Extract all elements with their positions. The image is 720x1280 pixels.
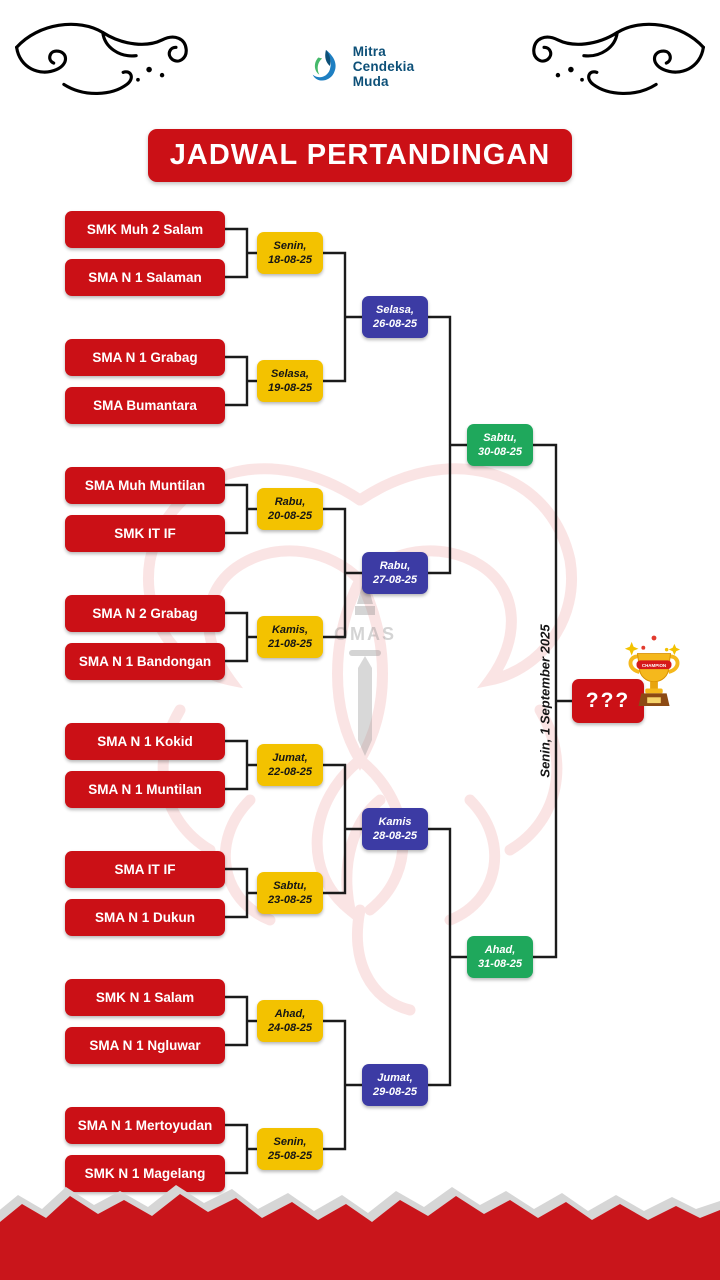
round2-date-box: Kamis 28-08-25 — [362, 808, 428, 850]
match-day: Selasa, — [376, 303, 414, 316]
team-box: SMA N 2 Grabag — [65, 595, 225, 632]
team-box: SMA N 1 Salaman — [65, 259, 225, 296]
round1-date-box: Sabtu, 23-08-25 — [257, 872, 323, 914]
match-day: Kamis — [378, 815, 412, 828]
match-day: Jumat, — [272, 751, 308, 764]
round2-date-box: Rabu, 27-08-25 — [362, 552, 428, 594]
final-schedule-label: Senin, 1 September 2025 — [537, 624, 553, 778]
match-date: 18-08-25 — [267, 254, 313, 266]
round2-date-box: Selasa, 26-08-25 — [362, 296, 428, 338]
match-date: 29-08-25 — [372, 1086, 418, 1098]
logo-text-line1: Mitra — [352, 44, 386, 59]
final-winner-box: ??? — [572, 679, 644, 723]
match-day: Jumat, — [377, 1071, 413, 1084]
match-date: 25-08-25 — [267, 1150, 313, 1162]
round2-date-box: Jumat, 29-08-25 — [362, 1064, 428, 1106]
match-day: Ahad, — [484, 943, 516, 956]
team-box: SMA N 1 Bandongan — [65, 643, 225, 680]
match-date: 19-08-25 — [267, 382, 313, 394]
emblem-watermark-text: OMAS — [334, 624, 396, 644]
team-box: SMA N 1 Grabag — [65, 339, 225, 376]
match-date: 20-08-25 — [267, 510, 313, 522]
corner-flourish-left-icon — [15, 22, 188, 95]
torn-paper-edge — [0, 1185, 720, 1280]
round1-date-box: Kamis, 21-08-25 — [257, 616, 323, 658]
champion-trophy-icon: CHAMPION — [624, 635, 681, 707]
semifinal-date-box: Ahad, 31-08-25 — [467, 936, 533, 978]
round1-date-box: Senin, 25-08-25 — [257, 1128, 323, 1170]
round1-date-box: Selasa, 19-08-25 — [257, 360, 323, 402]
team-box: SMA N 1 Dukun — [65, 899, 225, 936]
match-date: 22-08-25 — [267, 766, 313, 778]
team-box: SMA N 1 Kokid — [65, 723, 225, 760]
page-title: JADWAL PERTANDINGAN — [148, 129, 572, 182]
match-date: 21-08-25 — [267, 638, 313, 650]
match-day: Rabu, — [379, 559, 411, 572]
team-box: SMK N 1 Salam — [65, 979, 225, 1016]
trophy-band-label: CHAMPION — [642, 663, 666, 668]
team-box: SMA Muh Muntilan — [65, 467, 225, 504]
logo-text-line3: Muda — [352, 74, 389, 90]
team-box: SMA Bumantara — [65, 387, 225, 424]
match-date: 24-08-25 — [267, 1022, 313, 1034]
team-box: SMK N 1 Magelang — [65, 1155, 225, 1192]
match-day: Kamis, — [271, 623, 309, 636]
logo: Mitra Cendekia Muda — [0, 44, 720, 89]
logo-text-line2: Cendekia — [352, 59, 415, 75]
match-day: Rabu, — [274, 495, 306, 508]
match-day: Senin, — [273, 239, 307, 252]
team-box: SMA N 1 Mertoyudan — [65, 1107, 225, 1144]
team-box: SMA IT IF — [65, 851, 225, 888]
emblem-watermark: OMAS — [334, 574, 396, 756]
team-box: SMA N 1 Ngluwar — [65, 1027, 225, 1064]
round1-date-box: Ahad, 24-08-25 — [257, 1000, 323, 1042]
match-day: Sabtu, — [483, 431, 517, 444]
logo-drop-icon — [312, 49, 336, 81]
team-box: SMK Muh 2 Salam — [65, 211, 225, 248]
match-day: Senin, — [273, 1135, 307, 1148]
round1-date-box: Jumat, 22-08-25 — [257, 744, 323, 786]
semifinal-date-box: Sabtu, 30-08-25 — [467, 424, 533, 466]
match-date: 31-08-25 — [477, 958, 523, 970]
match-day: Selasa, — [271, 367, 309, 380]
match-day: Ahad, — [274, 1007, 306, 1020]
match-date: 30-08-25 — [477, 446, 523, 458]
round1-date-box: Senin, 18-08-25 — [257, 232, 323, 274]
corner-flourish-right-icon — [532, 22, 705, 95]
team-box: SMK IT IF — [65, 515, 225, 552]
match-date: 26-08-25 — [372, 318, 418, 330]
team-box: SMA N 1 Muntilan — [65, 771, 225, 808]
match-date: 27-08-25 — [372, 574, 418, 586]
match-date: 28-08-25 — [372, 830, 418, 842]
match-day: Sabtu, — [273, 879, 307, 892]
round1-date-box: Rabu, 20-08-25 — [257, 488, 323, 530]
match-date: 23-08-25 — [267, 894, 313, 906]
